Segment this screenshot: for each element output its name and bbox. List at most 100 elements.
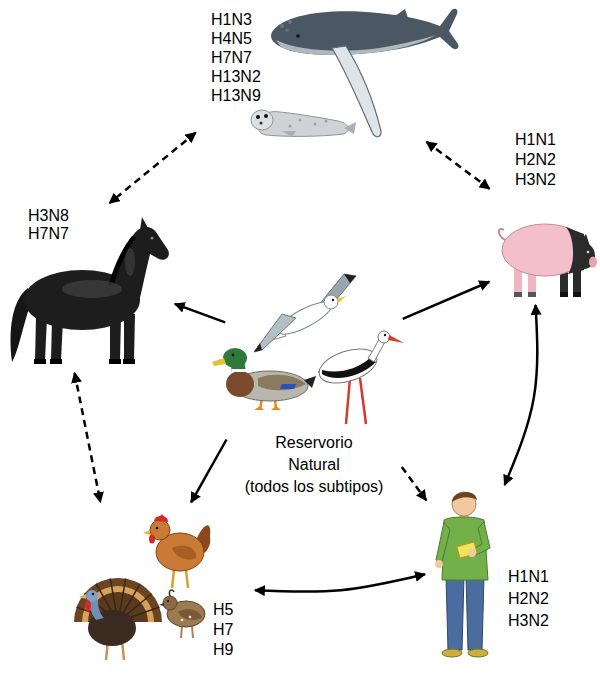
quail-figure [159, 590, 205, 638]
whale-figure [280, 24, 284, 28]
person-figure [435, 492, 490, 657]
duck-figure [212, 348, 316, 410]
seal-figure [299, 119, 302, 122]
poultry-host-group: H5 H7 H9 [66, 505, 252, 668]
pig-figure [589, 257, 597, 268]
quail-figure [181, 626, 193, 638]
pig-figure [528, 292, 536, 297]
seal-figure [256, 115, 260, 119]
pig-figure [587, 251, 590, 254]
marine-host-group: H1N3 H4N5 H7N7 H13N2 H13N9 [198, 4, 460, 140]
person-figure [452, 492, 477, 502]
duck-figure [232, 369, 246, 372]
person-figure [457, 542, 477, 558]
subtype-list: H1N3 H4N5 H7N7 H13N2 H13N9 [211, 10, 261, 105]
quail-figure [178, 609, 202, 620]
whale-figure [288, 20, 292, 24]
transmission-arrow [175, 304, 225, 323]
gull-figure [337, 296, 346, 303]
horse-figure [109, 359, 121, 364]
duck-figure [258, 375, 306, 391]
person-figure [435, 560, 443, 568]
person-figure [442, 649, 462, 657]
whale-figure [296, 34, 300, 38]
quail-figure [169, 590, 174, 596]
duck-figure [226, 371, 254, 397]
hen-figure [156, 527, 159, 530]
stork-figure [378, 331, 390, 343]
subtype-list: H1N1 H2N2 H3N2 [515, 130, 556, 190]
whale-figure [395, 9, 408, 18]
stork-figure [384, 334, 386, 336]
transmission-arrow [255, 574, 425, 591]
hen-figure [172, 570, 188, 588]
duck-figure [304, 376, 316, 388]
stork-figure [322, 358, 376, 378]
text-block: Reservorio Natural(todos los subtipos) [228, 432, 400, 498]
hen-figure [149, 535, 155, 544]
connector-group [75, 133, 538, 592]
seal-figure [251, 110, 356, 137]
horse-figure [50, 359, 62, 364]
turkey-figure [92, 593, 94, 595]
dashed-transmission-arrow [75, 373, 101, 502]
hen-figure [154, 514, 168, 522]
text-block: H5 H7 H9 [213, 600, 233, 660]
gull-figure [254, 343, 262, 352]
horse-figure [108, 227, 169, 306]
hen-figure [143, 530, 150, 535]
seal-figure [289, 125, 292, 128]
gull-figure [324, 295, 338, 309]
text-block: H1N1 H2N2 H3N2 [508, 566, 549, 632]
horse-figure [35, 318, 47, 360]
horse-figure [34, 359, 46, 364]
horse-figure [124, 314, 135, 360]
whale-figure [285, 28, 288, 31]
quail-figure [163, 596, 177, 610]
reservoir-note: (todos los subtipos) [228, 476, 400, 498]
seal-figure [314, 123, 317, 126]
whale-figure [276, 35, 436, 55]
seal-figure [260, 122, 263, 125]
text-block: H1N1 H2N2 H3N2 [515, 130, 556, 190]
gull-figure [332, 299, 334, 301]
person-figure [466, 576, 484, 650]
whale-figure [271, 9, 458, 55]
pig-figure [573, 292, 581, 297]
human-host-group: H1N1 H2N2 H3N2 [428, 488, 560, 662]
dashed-transmission-arrow [110, 133, 196, 203]
transmission-arrow [505, 305, 538, 485]
gull-figure [344, 274, 356, 283]
horse-figure [62, 280, 122, 298]
horse-figure [151, 237, 154, 240]
pig-figure [578, 234, 590, 246]
hen-figure [143, 514, 210, 588]
dashed-transmission-arrow [426, 142, 489, 189]
pig-figure [499, 229, 505, 240]
turkey-figure [79, 594, 86, 599]
reservoir-heading: Reservorio Natural [264, 432, 364, 476]
reservoir-group: Reservorio Natural(todos los subtipos) [228, 272, 400, 504]
person-figure [452, 492, 476, 516]
dashed-transmission-arrow [402, 467, 426, 500]
hen-figure [172, 546, 196, 560]
horse-figure [108, 236, 136, 286]
subtype-list: H5 H7 H9 [213, 600, 233, 660]
duck-figure [223, 348, 247, 368]
quail-figure [189, 616, 192, 619]
stork-figure [388, 335, 404, 343]
pig-figure [560, 292, 568, 297]
gull-figure [254, 274, 356, 352]
stork-figure [315, 342, 381, 389]
text-block: H1N3 H4N5 H7N7 H13N2 H13N9 [211, 10, 261, 105]
subtype-list: H3N8 H7N7 [28, 207, 69, 243]
person-figure [468, 549, 476, 557]
quail-figure [159, 603, 164, 606]
pig-host-group: H1N1 H2N2 H3N2 [492, 128, 597, 302]
seal-figure [282, 131, 296, 137]
seal-figure [264, 114, 268, 118]
person-figure [468, 649, 488, 657]
gull-figure [254, 314, 296, 352]
